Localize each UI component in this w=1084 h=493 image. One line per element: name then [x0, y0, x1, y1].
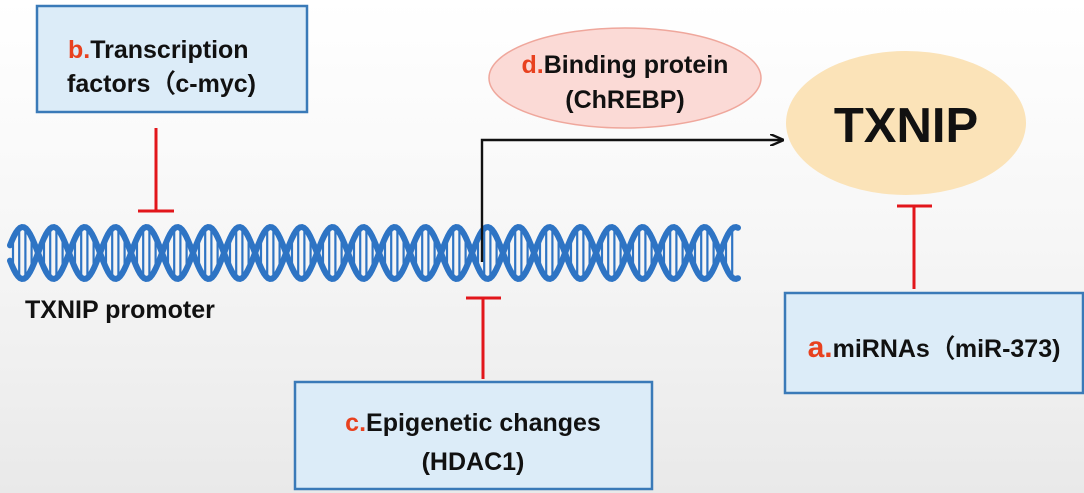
- inhibit-a-to-txnip: [897, 204, 932, 289]
- node-b-box: [35, 4, 309, 114]
- inhibit-b-to-promoter: [138, 128, 174, 213]
- node-d-binding-protein: d.Binding protein (ChREBP): [488, 27, 762, 129]
- node-b-transcription-factors: b.Transcription factors（c-myc): [35, 4, 309, 114]
- dna-double-helix-icon: [7, 223, 741, 283]
- txnip-ellipse: [786, 51, 1026, 195]
- node-c-line1: c.Epigenetic changes: [345, 409, 601, 437]
- node-a-mirnas: a.miRNAs（miR-373): [783, 291, 1084, 395]
- node-txnip: TXNIP: [786, 51, 1026, 195]
- node-b-letter: b.: [68, 36, 90, 64]
- node-c-letter: c.: [345, 409, 366, 437]
- node-c-box: [293, 380, 654, 491]
- node-a-line1: a.miRNAs（miR-373): [808, 331, 1061, 364]
- promoter-label: TXNIP promoter: [25, 296, 215, 324]
- node-b-line2: factors（c-myc): [67, 69, 256, 98]
- node-a-box: [783, 291, 1084, 395]
- node-c-epigenetic-changes: c.Epigenetic changes (HDAC1): [293, 380, 654, 491]
- node-d-letter: d.: [522, 51, 544, 79]
- node-a-letter: a.: [808, 331, 833, 364]
- node-c-line2: (HDAC1): [422, 448, 525, 476]
- node-d-line2: (ChREBP): [565, 86, 684, 114]
- node-b-line1: b.Transcription: [68, 36, 249, 64]
- node-d-ellipse: [488, 27, 762, 129]
- activation-arrow-promoter-to-txnip: [480, 140, 782, 262]
- dna-strand-2: [7, 223, 741, 283]
- txnip-label: TXNIP: [834, 99, 978, 153]
- inhibit-c-to-promoter: [466, 296, 501, 379]
- node-d-line1: d.Binding protein: [522, 51, 729, 79]
